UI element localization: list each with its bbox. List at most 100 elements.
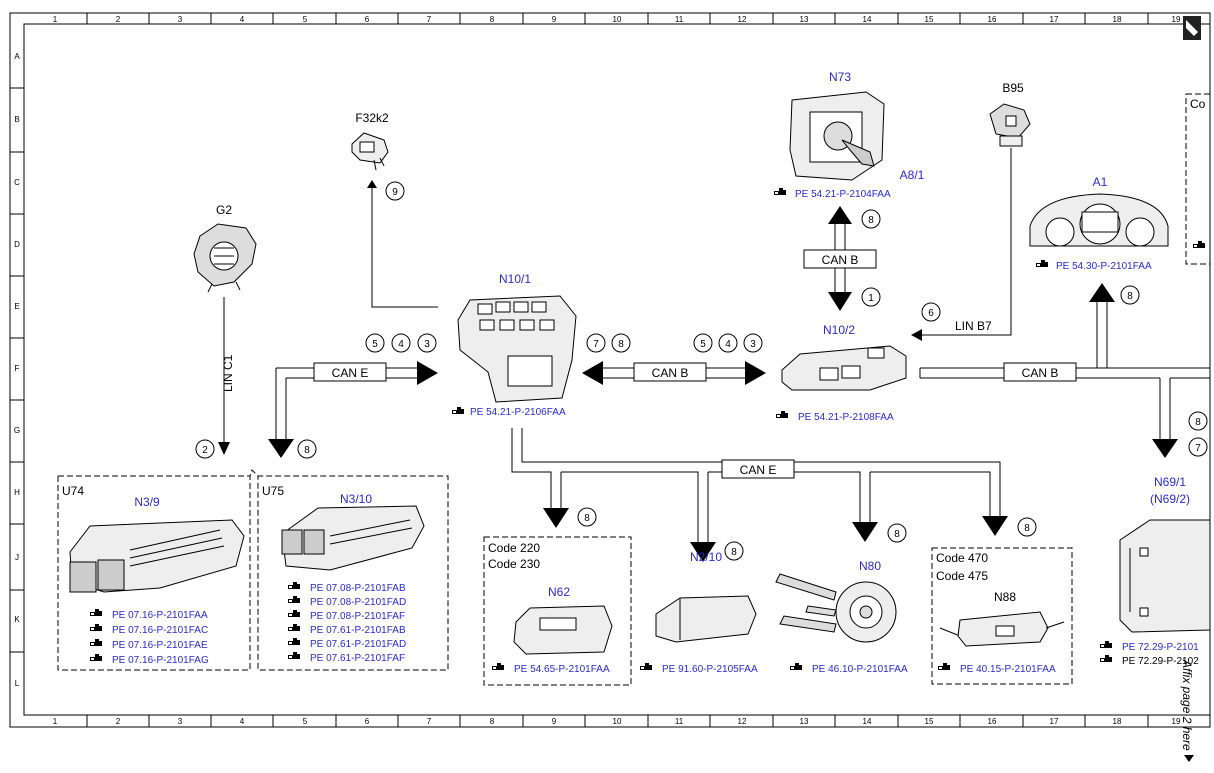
ruler-col: 4: [240, 717, 245, 726]
ruler-col: 1: [53, 717, 58, 726]
svg-text:PE 07.16-P-2101FAA: PE 07.16-P-2101FAA: [112, 610, 208, 621]
circle-9: [385, 181, 405, 201]
ruler-row: F: [15, 364, 20, 373]
ruler-col: 6: [365, 15, 370, 24]
svg-text:8: 8: [618, 339, 624, 350]
bus-label-lin-b7: LIN B7: [955, 319, 992, 333]
label-u75: U75: [262, 484, 284, 498]
circle-8: [887, 523, 907, 543]
n62-code-2: Code 230: [488, 557, 540, 571]
circle-1: [861, 287, 881, 307]
arrowhead: [543, 508, 569, 528]
label-n73: N73: [829, 70, 851, 84]
bus-label-can-b: CAN B: [1022, 366, 1059, 380]
label-f32k2: F32k2: [355, 111, 389, 125]
ruler-col: 7: [427, 717, 432, 726]
svg-text:PE 72.29-P-2101: PE 72.29-P-2101: [1122, 642, 1199, 653]
ecu-group-box: [57, 469, 449, 671]
svg-text:6: 6: [928, 308, 934, 319]
svg-text:4: 4: [398, 339, 404, 350]
ref-n2-10: PE 91.60-P-2105FAA: [640, 663, 758, 675]
svg-text:8: 8: [731, 547, 737, 558]
ruler-col: 3: [178, 717, 183, 726]
svg-text:PE 07.16-P-2101FAG: PE 07.16-P-2101FAG: [112, 655, 209, 666]
ruler-col: 6: [365, 717, 370, 726]
circle-8: [861, 209, 881, 229]
svg-text:PE 54.65-P-2101FAA: PE 54.65-P-2101FAA: [514, 664, 610, 675]
bus-label-can-e: CAN E: [740, 463, 777, 477]
ruler-col: 15: [925, 15, 934, 24]
arrowhead: [1089, 283, 1115, 302]
ruler-col: 11: [675, 717, 684, 726]
svg-text:2: 2: [202, 445, 208, 456]
svg-text:9: 9: [392, 187, 398, 198]
svg-text:4: 4: [725, 339, 731, 350]
arrowhead: [690, 542, 716, 562]
ruler-row: H: [14, 488, 20, 497]
bus-label-can-e: CAN E: [332, 366, 369, 380]
component-n73: N73: [789, 70, 885, 181]
ruler-col: 1: [53, 15, 58, 24]
ruler-col: 17: [1050, 15, 1059, 24]
label-n69-1: N69/1: [1154, 475, 1186, 489]
code-box-a1: [1185, 93, 1211, 265]
circle-4: [391, 333, 411, 353]
svg-text:PE 54.21-P-2106FAA: PE 54.21-P-2106FAA: [470, 407, 566, 418]
arrowhead: [852, 522, 878, 542]
label-n10-2: N10/2: [823, 323, 855, 337]
svg-text:3: 3: [750, 339, 756, 350]
pencil-icon: [1186, 20, 1198, 36]
svg-text:PE 40.15-P-2101FAA: PE 40.15-P-2101FAA: [960, 664, 1056, 675]
circle-8: [1017, 517, 1037, 537]
ref-n80: PE 46.10-P-2101FAA: [790, 663, 908, 675]
svg-text:PE 07.16-P-2101FAC: PE 07.16-P-2101FAC: [112, 625, 208, 636]
arrowhead: [417, 361, 438, 385]
key-icon: [841, 139, 875, 167]
bus-label-box: [1003, 362, 1077, 382]
ruler-row: G: [14, 426, 20, 435]
svg-text:PE 54.21-P-2108FAA: PE 54.21-P-2108FAA: [798, 412, 894, 423]
side-note: Affix page 2 here: [1180, 659, 1194, 751]
label-u74: U74: [62, 484, 84, 498]
n88-code-1: Code 470: [936, 551, 988, 565]
top-ruler: 1 2 3 4 5 6 7 8 9 10 11 12 13 14 15 16 1…: [24, 13, 1210, 25]
ruler-col: 5: [303, 15, 308, 24]
arrowhead: [268, 439, 294, 458]
door-module-icon: [1119, 519, 1211, 633]
circle-3: [417, 333, 437, 353]
ruler-row: A: [14, 52, 20, 61]
arrowhead: [828, 292, 852, 311]
ref-n62: PE 54.65-P-2101FAA: [492, 663, 610, 675]
circle-8: [1120, 285, 1140, 305]
ref-n10-2: PE 54.21-P-2108FAA: [776, 411, 894, 423]
ruler-col: 8: [490, 15, 495, 24]
label-a8-1: A8/1: [900, 168, 925, 182]
svg-text:8: 8: [1024, 523, 1030, 534]
label-n69-2: (N69/2): [1150, 492, 1190, 506]
ruler-col: 13: [800, 15, 809, 24]
ruler-col: 17: [1050, 717, 1059, 726]
ruler-col: 5: [303, 717, 308, 726]
ruler-col: 8: [490, 717, 495, 726]
ruler-col: 19: [1172, 717, 1181, 726]
label-g2: G2: [216, 203, 232, 217]
wire-n10-1-to-f32k2: [371, 185, 438, 308]
ref-a1: PE 54.30-P-2101FAA: [1036, 260, 1152, 272]
svg-text:3: 3: [424, 339, 430, 350]
ruler-col: 3: [178, 15, 183, 24]
ruler-col: 2: [116, 15, 121, 24]
airbag-module-icon: [655, 595, 757, 643]
arrowhead: [1152, 439, 1178, 458]
component-n10-1: N10/1: [457, 272, 577, 403]
svg-text:PE 46.10-P-2101FAA: PE 46.10-P-2101FAA: [812, 664, 908, 675]
steering-column-module-icon: [775, 573, 897, 643]
svg-text:8: 8: [1195, 417, 1201, 428]
svg-text:PE 72.29-P-2102: PE 72.29-P-2102: [1122, 656, 1199, 667]
ruler-row: D: [14, 240, 20, 249]
ruler-row: C: [14, 178, 20, 187]
label-a1: A1: [1093, 175, 1108, 189]
bus-label-can-b: CAN B: [652, 366, 689, 380]
arrowhead: [911, 329, 922, 341]
svg-text:PE 07.08-P-2101FAF: PE 07.08-P-2101FAF: [310, 611, 405, 622]
svg-text:PE 07.61-P-2101FAD: PE 07.61-P-2101FAD: [310, 639, 406, 650]
